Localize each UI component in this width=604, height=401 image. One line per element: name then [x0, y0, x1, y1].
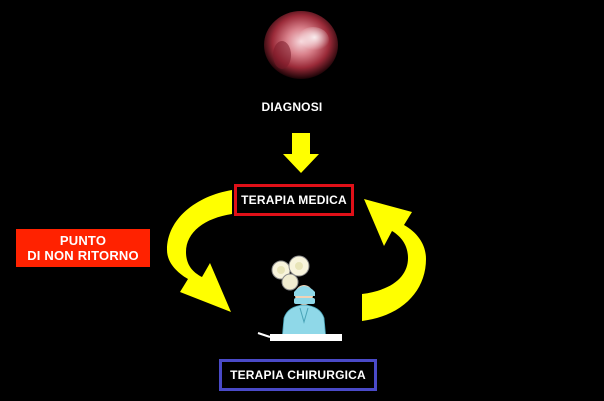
medical-therapy-box: TERAPIA MEDICA — [234, 184, 354, 216]
diagnosis-label: DIAGNOSI — [261, 100, 323, 114]
endoscopic-view-image — [264, 11, 338, 79]
point-of-no-return-line-2: DI NON RITORNO — [27, 248, 139, 263]
down-arrow-icon — [283, 133, 319, 173]
surgeon-clipart-image — [257, 255, 342, 341]
point-of-no-return-line-1: PUNTO — [59, 233, 107, 248]
point-of-no-return-label: PUNTO DI NON RITORNO — [16, 229, 150, 267]
surgical-therapy-box: TERAPIA CHIRURGICA — [219, 359, 377, 391]
right-curved-arrow-icon — [362, 199, 426, 321]
left-curved-arrow-icon — [167, 190, 232, 312]
